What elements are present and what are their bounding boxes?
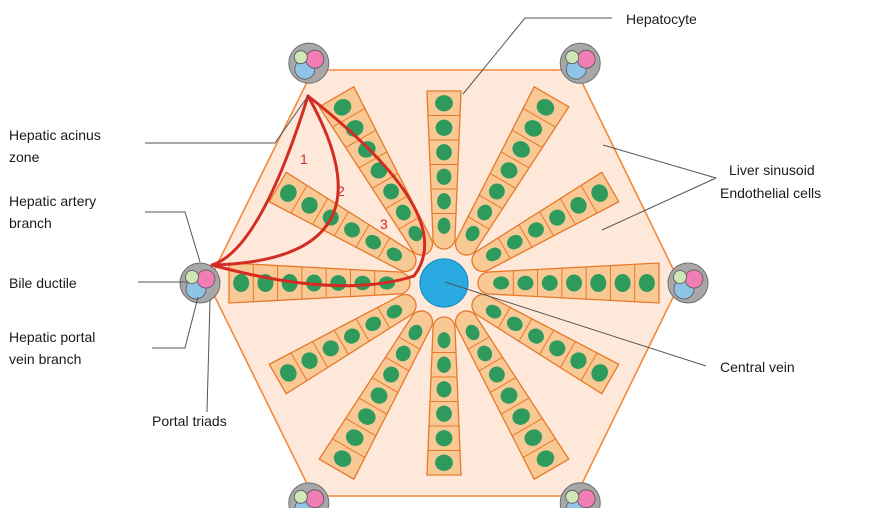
hepatocyte-nucleus xyxy=(566,274,582,291)
central-vein xyxy=(420,259,468,307)
label-portal-line2: vein branch xyxy=(9,351,81,367)
zone-number-3: 3 xyxy=(380,216,388,232)
label-hepatocyte: Hepatocyte xyxy=(626,11,697,27)
label-central-vein: Central vein xyxy=(720,359,795,375)
hepatocyte-nucleus xyxy=(590,274,606,292)
hepatocyte-nucleus xyxy=(355,276,371,290)
triad-hepatic-artery xyxy=(197,270,215,288)
hepatocyte-nucleus xyxy=(493,276,509,289)
label-artery-line1: Hepatic artery xyxy=(9,193,96,209)
zone-number-2: 2 xyxy=(337,183,345,199)
hepatocyte-nucleus xyxy=(542,275,558,291)
label-sinusoid-line2: Endothelial cells xyxy=(720,185,821,201)
leader-artery xyxy=(145,212,200,262)
triad-hepatic-artery xyxy=(577,490,595,508)
hepatocyte-nucleus xyxy=(437,381,452,397)
hepatocyte-nucleus xyxy=(437,193,451,209)
hepatocyte-nucleus xyxy=(435,95,453,111)
hepatocyte-nucleus xyxy=(517,276,533,290)
hepatocyte-nucleus xyxy=(615,274,631,292)
triad-bile-ductile xyxy=(566,51,579,64)
triad-hepatic-artery xyxy=(306,490,324,508)
label-portal-line1: Hepatic portal xyxy=(9,329,95,345)
portal-triad xyxy=(560,43,600,83)
portal-triad xyxy=(180,263,220,303)
triad-bile-ductile xyxy=(674,271,687,284)
hepatocyte-nucleus xyxy=(438,332,451,348)
hepatocyte-nucleus xyxy=(437,169,452,185)
hepatocyte-nucleus xyxy=(436,406,452,422)
hepatocyte-nucleus xyxy=(436,120,453,136)
triad-hepatic-artery xyxy=(685,270,703,288)
label-bile: Bile ductile xyxy=(9,275,77,291)
hepatocyte-nucleus xyxy=(436,144,452,160)
label-artery-line2: branch xyxy=(9,215,52,231)
triad-bile-ductile xyxy=(294,51,307,64)
central-vein-group xyxy=(420,259,468,307)
hepatocyte-nucleus xyxy=(436,430,453,446)
label-acinus-line1: Hepatic acinus xyxy=(9,127,101,143)
hepatocyte-nucleus xyxy=(639,274,655,292)
label-acinus-line2: zone xyxy=(9,149,40,165)
zone-number-1: 1 xyxy=(300,151,308,167)
hepatocyte-cord xyxy=(427,91,461,249)
triad-bile-ductile xyxy=(566,490,579,503)
label-portal-triads: Portal triads xyxy=(152,413,227,429)
hepatocyte-nucleus xyxy=(330,275,346,291)
leader-triads xyxy=(207,300,210,412)
hepatocyte-nucleus xyxy=(438,218,451,234)
hepatocyte-cord xyxy=(427,317,461,475)
triad-bile-ductile xyxy=(186,271,199,284)
triad-hepatic-artery xyxy=(306,50,324,68)
leader-portal xyxy=(152,297,198,348)
portal-triad xyxy=(668,263,708,303)
hepatocyte-nucleus xyxy=(435,455,453,471)
hepatocyte-nucleus xyxy=(437,357,451,373)
hepatocyte-nucleus xyxy=(233,274,249,292)
triad-bile-ductile xyxy=(294,490,307,503)
portal-triad xyxy=(289,43,329,83)
triad-hepatic-artery xyxy=(577,50,595,68)
label-sinusoid-line1: Liver sinusoid xyxy=(729,162,815,178)
